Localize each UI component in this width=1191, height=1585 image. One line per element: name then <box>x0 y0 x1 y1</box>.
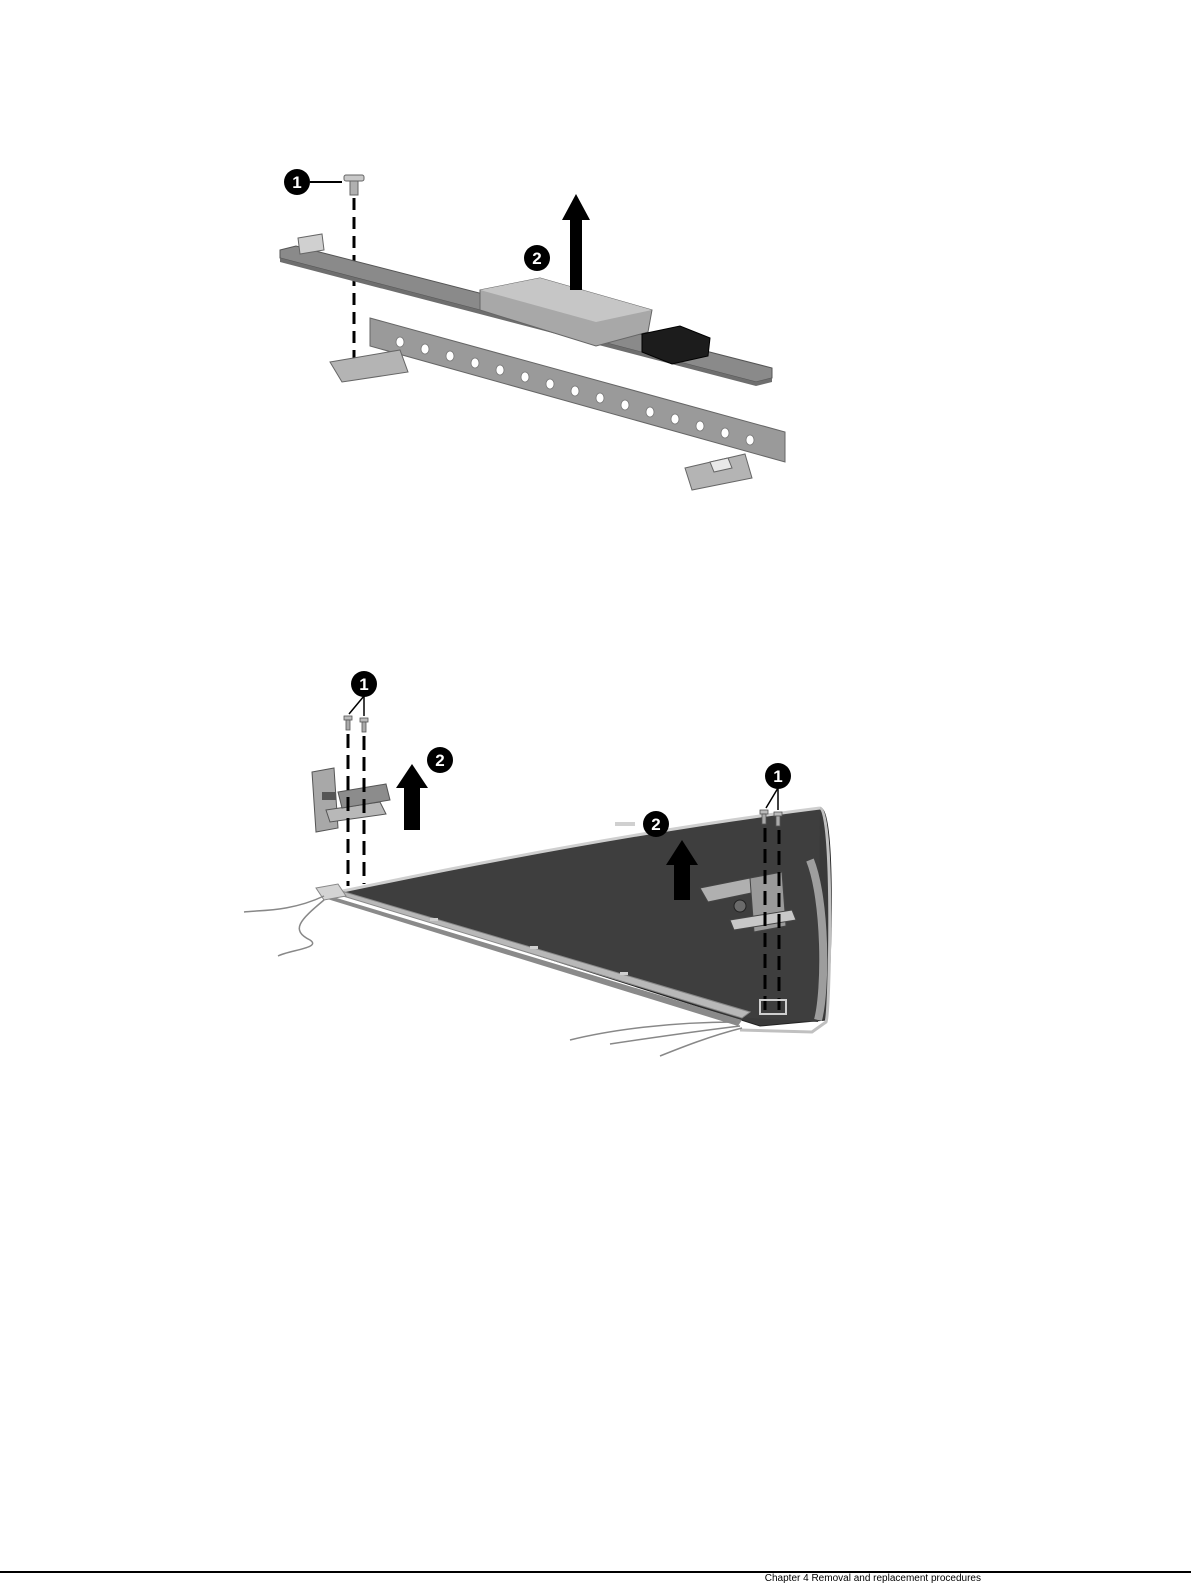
callout-2-right: 2 <box>643 811 669 837</box>
callout-leader <box>349 696 364 714</box>
footer-rule <box>0 1571 1191 1573</box>
callout-2-left: 2 <box>427 747 453 773</box>
callout-1-label: 1 <box>292 173 301 192</box>
screw-icon <box>344 716 352 730</box>
display-hinge-illustration: 1 2 2 1 <box>230 660 850 1070</box>
callout-label: 1 <box>773 767 782 786</box>
callout-label: 2 <box>651 815 660 834</box>
screw-icon <box>344 175 364 195</box>
callout-label: 2 <box>435 751 444 770</box>
screw-icon <box>360 718 368 732</box>
inverter-bracket <box>330 318 785 490</box>
callout-1: 1 <box>284 169 310 195</box>
callout-1-right: 1 <box>765 763 791 789</box>
inverter-illustration: 1 2 <box>240 150 800 500</box>
left-hinge <box>312 768 390 832</box>
footer-text: Chapter 4 Removal and replacement proced… <box>765 1573 981 1584</box>
callout-1-left: 1 <box>351 671 377 697</box>
page-footer: Chapter 4 Removal and replacement proced… <box>0 1571 1191 1585</box>
callout-2-label: 2 <box>532 249 541 268</box>
up-arrow-icon <box>396 764 428 830</box>
up-arrow-icon <box>562 194 590 290</box>
figure-hinge-removal: 1 2 2 1 <box>230 660 850 1070</box>
figure-inverter-removal: 1 2 <box>240 150 800 500</box>
callout-leader <box>766 788 778 808</box>
callout-label: 1 <box>359 675 368 694</box>
callout-2: 2 <box>524 245 550 271</box>
